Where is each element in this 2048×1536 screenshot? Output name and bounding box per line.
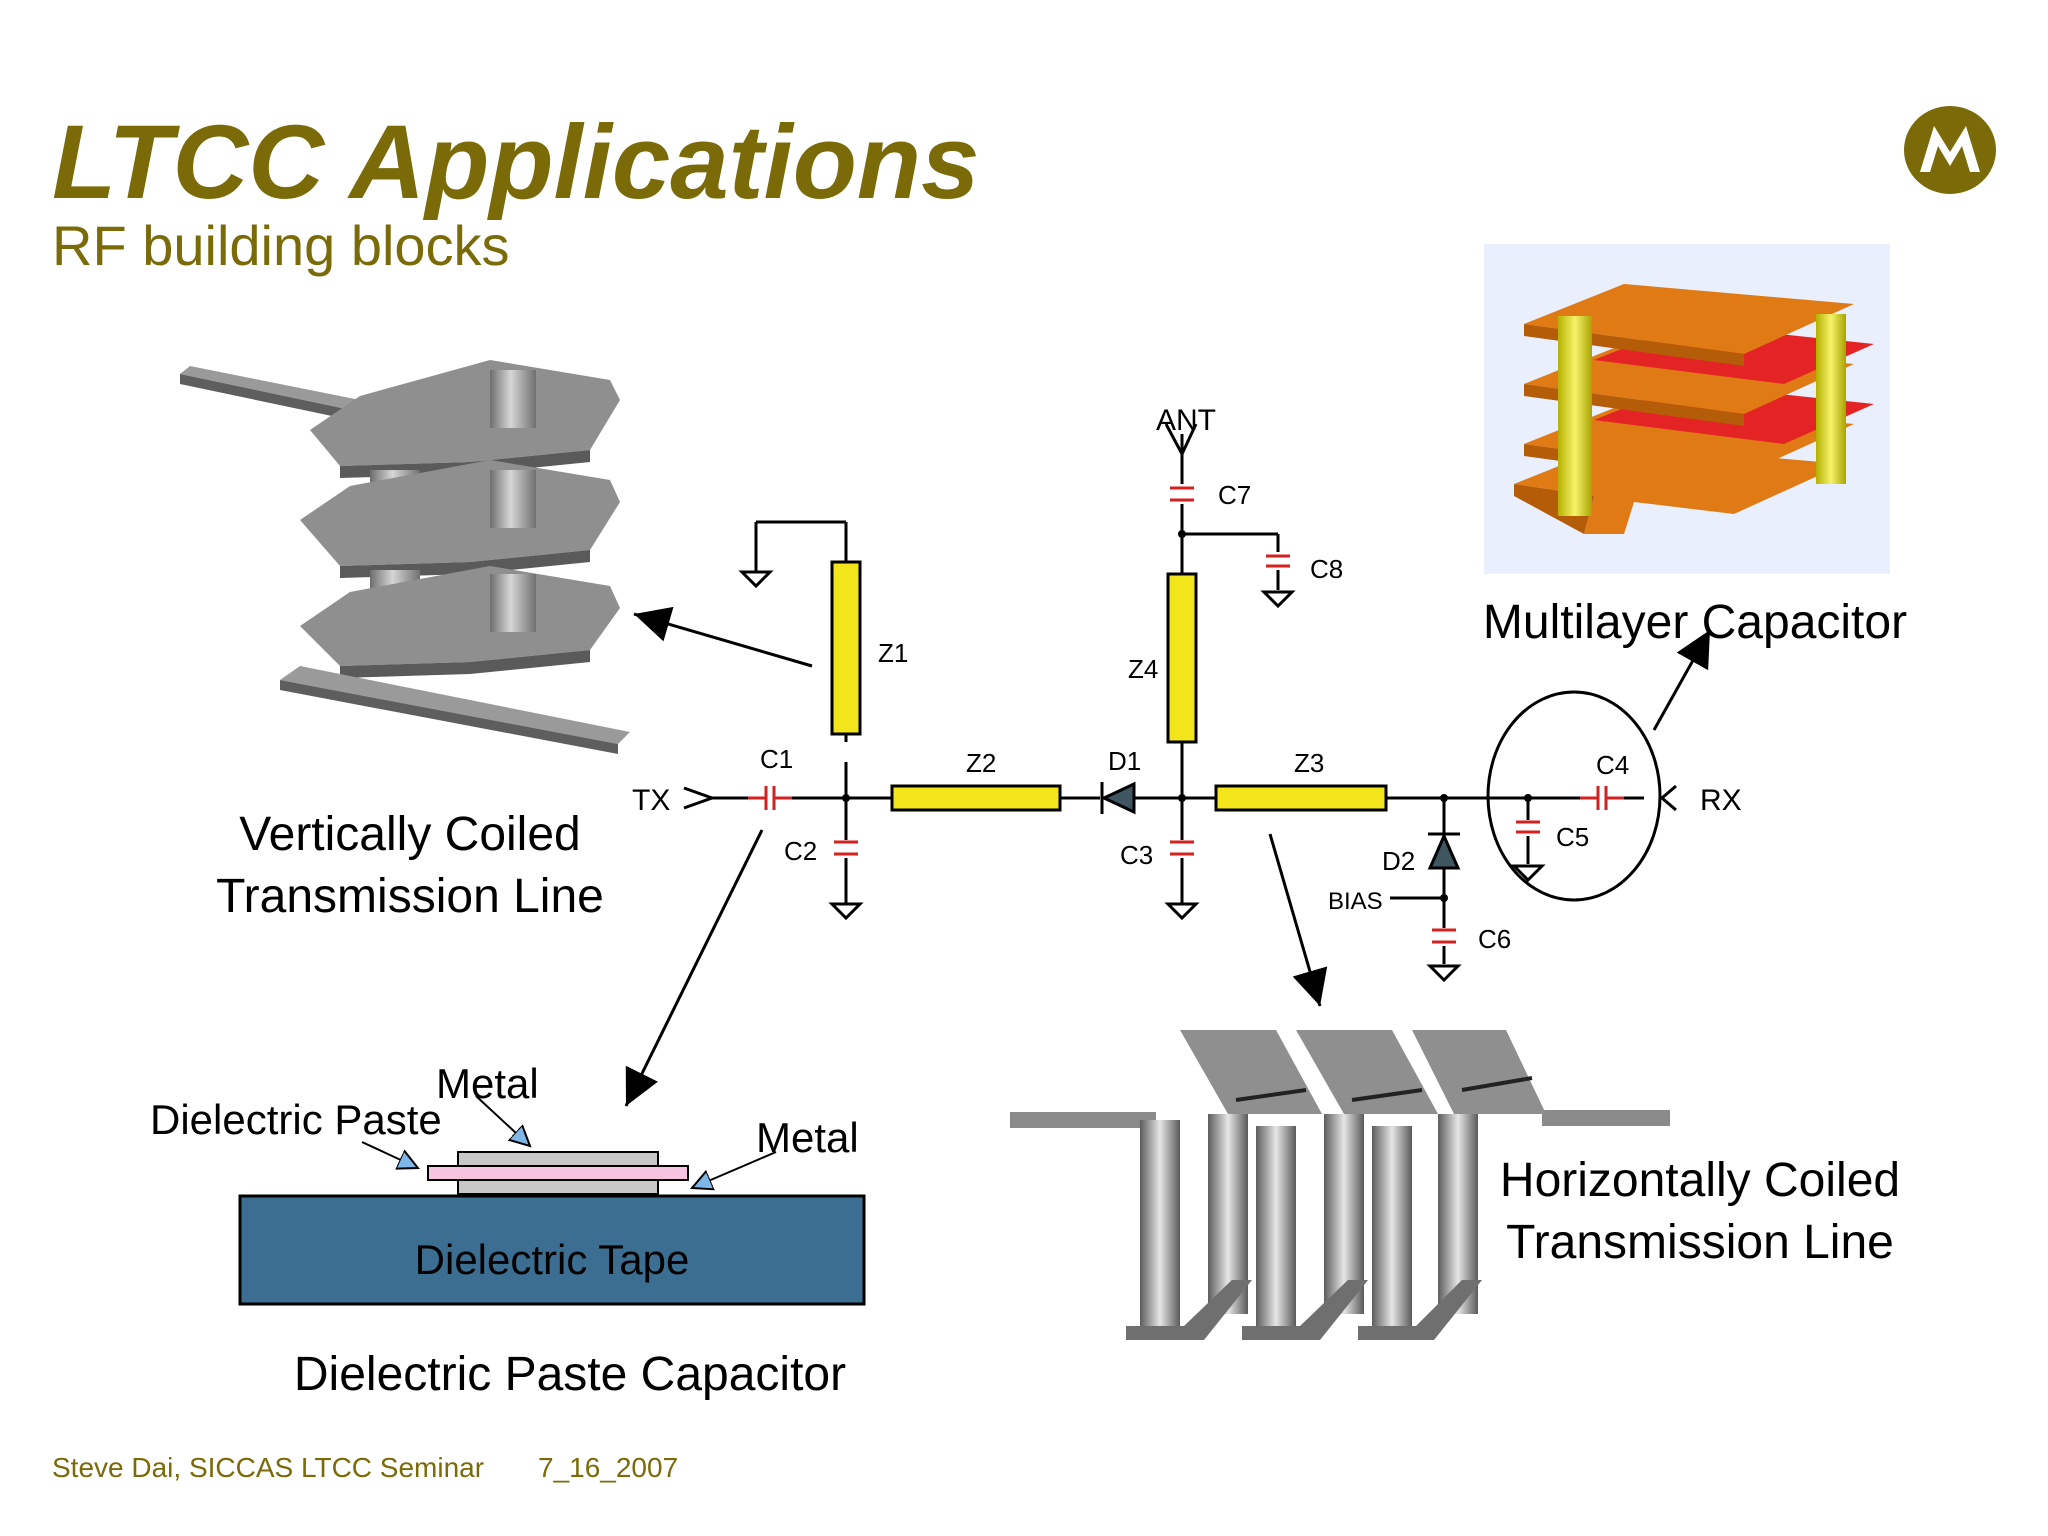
vertical-coil-caption-1: Vertically Coiled (239, 808, 581, 861)
label-rx: RX (1700, 784, 1742, 817)
horizontal-coil-graphic (1010, 1030, 1670, 1340)
label-ant: ANT (1156, 404, 1216, 437)
label-d2: D2 (1382, 846, 1416, 876)
ground-icon (1164, 902, 1200, 921)
ground-icon (828, 902, 864, 921)
label-c3: C3 (1120, 840, 1154, 870)
page-subtitle: RF building blocks (52, 214, 510, 277)
d2-diode-icon (1427, 832, 1461, 870)
footer-date: 7_16_2007 (538, 1452, 679, 1483)
vertical-coil-caption-2: Transmission Line (216, 870, 604, 923)
dielectric-tape-layer (238, 1194, 866, 1306)
label-c1: C1 (760, 744, 794, 774)
label-z1: Z1 (878, 638, 909, 668)
bottom-metal-layer (457, 1179, 659, 1195)
z4-segment (1166, 572, 1198, 744)
label-c4: C4 (1596, 750, 1630, 780)
label-tx: TX (632, 784, 671, 817)
z2-segment (890, 784, 1062, 812)
ground-icon (1510, 864, 1546, 883)
horizontal-coil-caption-1: Horizontally Coiled (1499, 1154, 1901, 1207)
label-z4: Z4 (1128, 654, 1159, 684)
multilayer-capacitor-graphic (1484, 244, 1890, 574)
label-d1: D1 (1108, 746, 1142, 776)
label-metal-top: Metal (436, 1060, 539, 1107)
dielectric-paste-capacitor-caption: Dielectric Paste Capacitor (293, 1348, 847, 1401)
dielectric-paste-capacitor-graphic (238, 1095, 866, 1306)
label-dielectric-paste: Dielectric Paste (150, 1096, 442, 1143)
label-c2: C2 (784, 836, 818, 866)
arrow-to-multilayer-capacitor (1652, 629, 1712, 731)
label-c8: C8 (1310, 554, 1344, 584)
label-dielectric-tape: Dielectric Tape (414, 1236, 690, 1283)
label-c5: C5 (1556, 822, 1590, 852)
page-title: LTCC Applications (52, 104, 980, 221)
label-c6: C6 (1478, 924, 1512, 954)
label-bias: BIAS (1328, 888, 1383, 915)
arrow-to-paste-capacitor (624, 829, 764, 1107)
label-c7: C7 (1218, 480, 1252, 510)
capacitor-icons (748, 486, 1624, 944)
arrow-to-horizontal-coil (1268, 833, 1328, 1007)
motorola-logo-icon (1904, 106, 1996, 194)
ground-icon (738, 570, 774, 589)
z1-segment (830, 560, 862, 736)
ground-icon (1426, 964, 1462, 983)
z3-segment (1214, 784, 1388, 812)
ground-icons (738, 570, 1546, 983)
label-metal-right: Metal (756, 1114, 859, 1161)
footer-author: Steve Dai, SICCAS LTCC Seminar (52, 1452, 485, 1483)
vertical-coil-graphic (180, 360, 630, 754)
horizontal-coil-caption-2: Transmission Line (1506, 1216, 1894, 1269)
label-z2: Z2 (966, 748, 997, 778)
arrow-to-vertical-coil (633, 606, 813, 668)
ground-icon (1260, 590, 1296, 609)
d1-diode-icon (1100, 781, 1136, 815)
label-z3: Z3 (1294, 748, 1325, 778)
